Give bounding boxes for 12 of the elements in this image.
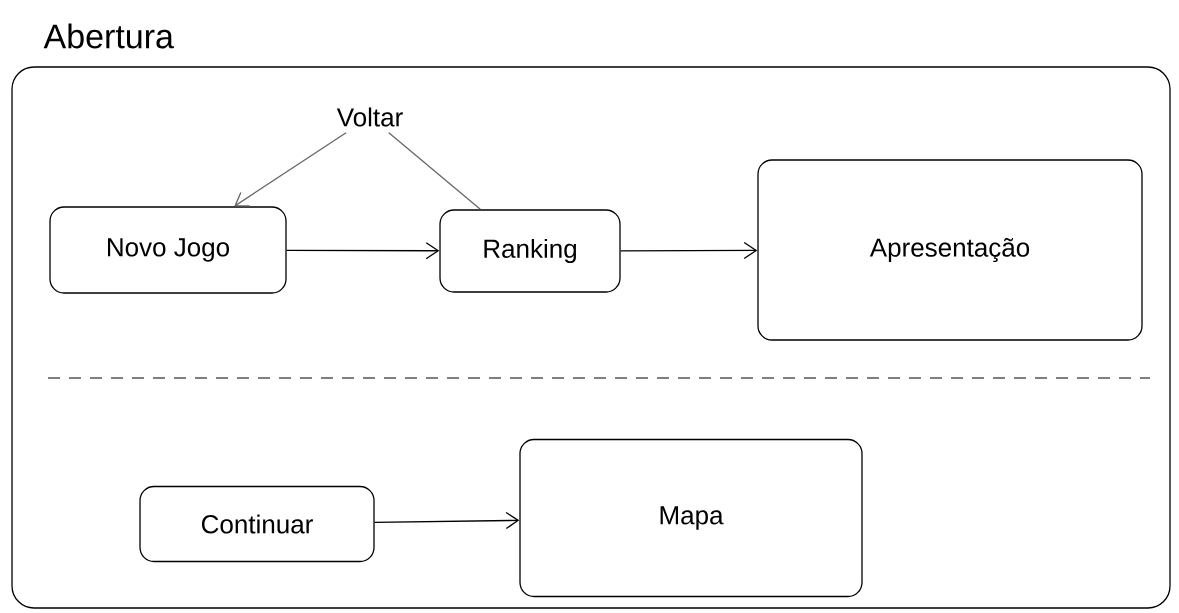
screen-box: Mapa (519, 438, 863, 598)
screen-box: Ranking (439, 209, 621, 293)
text-label: Voltar (336, 107, 403, 127)
arrow (286, 242, 440, 260)
container-box (11, 66, 1171, 609)
arrow (234, 132, 347, 207)
screen-box: Novo Jogo (49, 206, 287, 294)
arrow (374, 511, 520, 530)
arrow (620, 241, 758, 260)
screen-box: Apresentação (757, 159, 1143, 341)
screen-box: Continuar (139, 485, 375, 563)
container-title: Abertura (43, 23, 174, 49)
